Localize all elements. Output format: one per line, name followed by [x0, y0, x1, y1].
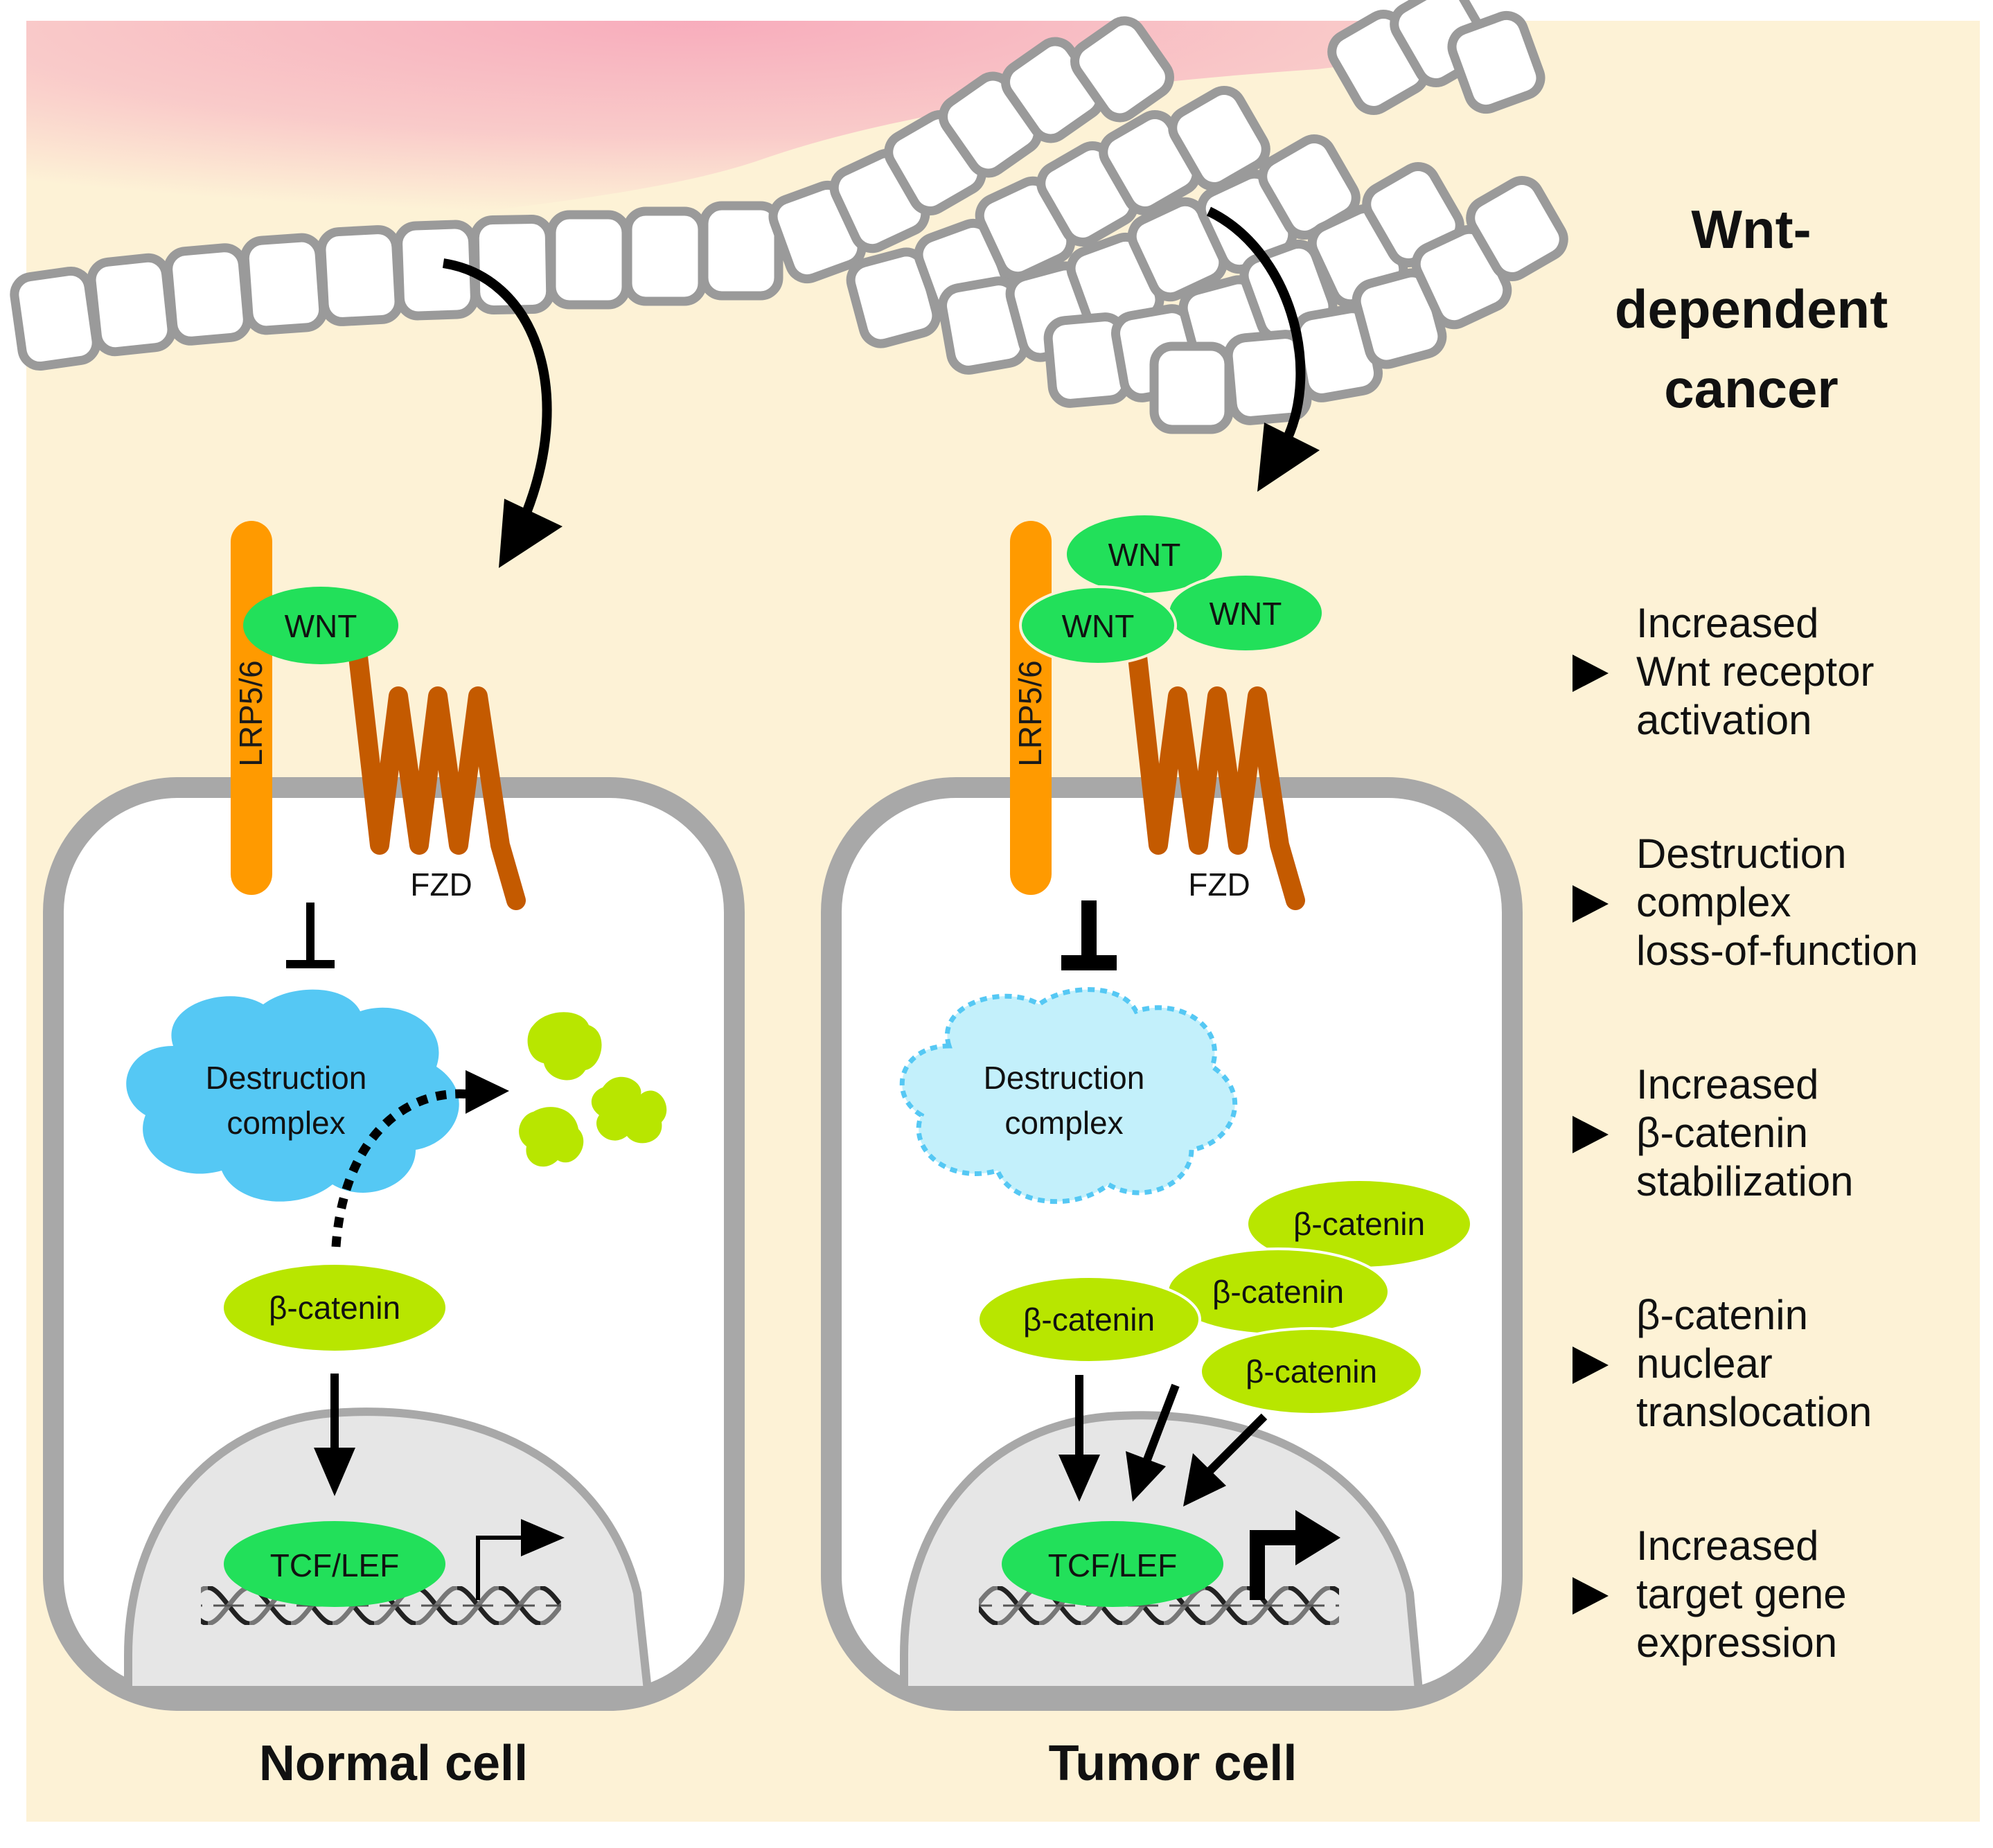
change-text-line: Increased [1636, 600, 1819, 646]
tumor-beta-catenin-label: β-catenin [1293, 1206, 1425, 1242]
degradation-dotted-arrow [331, 1089, 472, 1247]
figure-title: Wnt- dependent cancer [1615, 199, 1888, 419]
normal-fzd-receptor [347, 634, 526, 910]
tumor-fzd-label: FZD [1188, 867, 1250, 903]
title-line-3: cancer [1664, 358, 1839, 419]
tumor-wnt-label: WNT [1062, 608, 1135, 644]
tumor-translocation-arrowhead [1126, 1451, 1166, 1502]
fragment [527, 1012, 602, 1081]
epithelial-cell [547, 210, 631, 310]
change-text-line: β-catenin [1636, 1292, 1808, 1338]
signal-arrowhead-normal [499, 499, 563, 568]
epithelial-cell [10, 266, 101, 371]
tumor-beta-catenin-label: β-catenin [1246, 1353, 1377, 1389]
epithelial-cell [1447, 10, 1545, 114]
tumor-tcf-lef [1002, 1521, 1223, 1607]
epithelium [10, 0, 1568, 434]
fragment [591, 1076, 667, 1144]
change-text-line: β-catenin [1636, 1110, 1808, 1156]
normal-lrp-label: LRP5/6 [233, 660, 269, 766]
tumor-wnt-label: WNT [1108, 537, 1181, 573]
normal-fzd-label: FZD [410, 867, 472, 903]
title-line-2: dependent [1615, 278, 1888, 339]
tumor-wnt [1067, 515, 1222, 593]
signal-arrow-tumor [1206, 206, 1306, 446]
normal-tcf-label: TCF/LEF [270, 1547, 400, 1583]
tumor-beta-catenin [1248, 1181, 1470, 1267]
normal-cell: LRP5/6 FZD WNT Destruction complex β-cat… [43, 521, 745, 1791]
degraded-beta-catenin [519, 1012, 667, 1167]
normal-transcription-arrowhead [521, 1519, 565, 1556]
change-text-line: target gene [1636, 1571, 1847, 1617]
fragment [519, 1107, 584, 1167]
epithelial-cell [1070, 16, 1174, 123]
title-line-1: Wnt- [1691, 199, 1811, 260]
tumor-beta-catenin [977, 1275, 1201, 1364]
change-text-line: stabilization [1636, 1158, 1854, 1205]
tumor-transcription-start [1250, 1530, 1302, 1600]
tumor-wnt-label: WNT [1210, 596, 1282, 632]
bullet-arrow-icon [1573, 655, 1609, 692]
tumor-destruction-complex [899, 987, 1238, 1205]
change-text-line: expression [1636, 1619, 1837, 1666]
signal-arrowhead-tumor [1257, 423, 1320, 492]
change-text-line: activation [1636, 697, 1812, 743]
normal-destruction-label-1: Destruction [206, 1060, 367, 1096]
tumor-destruction-label-1: Destruction [984, 1060, 1145, 1096]
normal-inhibition-symbol [286, 903, 335, 968]
normal-wnt [243, 587, 398, 664]
normal-transcription-start [476, 1536, 526, 1600]
change-text-line: loss-of-function [1636, 927, 1918, 974]
normal-translocation-arrowhead [314, 1448, 355, 1496]
tumor-fzd-receptor [1126, 634, 1305, 910]
normal-destruction-label-2: complex [227, 1105, 345, 1141]
change-text-line: Wnt receptor [1636, 648, 1874, 695]
normal-cell-label: Normal cell [259, 1736, 528, 1791]
epithelial-cell [163, 243, 252, 346]
normal-tcf-lef [224, 1521, 445, 1607]
tumor-cell-label: Tumor cell [1049, 1736, 1297, 1791]
epithelial-cell [699, 201, 783, 301]
tumor-tcf-label: TCF/LEF [1048, 1547, 1178, 1583]
bullet-arrow-icon [1573, 885, 1609, 923]
epithelial-cell [87, 253, 177, 357]
tumor-beta-catenin-label: β-catenin [1023, 1301, 1155, 1338]
epithelial-cell [1149, 341, 1234, 434]
epithelial-cell [1466, 176, 1568, 281]
tumor-translocation-arrowhead [1183, 1453, 1226, 1507]
change-text-line: Increased [1636, 1061, 1819, 1108]
epithelial-cell [623, 206, 707, 306]
tumor-cell: LRP5/6 FZD WNT WNT WNT Destruction compl… [821, 515, 1523, 1791]
tumor-lrp-label: LRP5/6 [1012, 660, 1048, 766]
change-text-line: complex [1636, 879, 1791, 925]
bullet-arrow-icon [1573, 1577, 1609, 1615]
tumor-inhibition-symbol [1061, 900, 1117, 970]
signal-arrow-normal [442, 258, 552, 515]
normal-destruction-complex [126, 989, 459, 1202]
change-text-line: Increased [1636, 1522, 1819, 1569]
tumor-translocation-arrow [1142, 1383, 1180, 1464]
degradation-arrowhead [466, 1070, 509, 1114]
bullet-arrow-icon [1573, 1347, 1609, 1384]
normal-wnt-label: WNT [285, 608, 357, 644]
tumor-translocation-arrow [1205, 1413, 1268, 1475]
normal-beta-catenin-label: β-catenin [269, 1290, 400, 1326]
change-text-line: nuclear [1636, 1340, 1773, 1387]
normal-beta-catenin [224, 1265, 445, 1351]
bullet-arrow-icon [1573, 1116, 1609, 1153]
tumor-wnt [1019, 585, 1177, 666]
tumor-beta-catenin-label: β-catenin [1212, 1274, 1344, 1310]
tumor-transcription-arrowhead [1295, 1510, 1340, 1565]
tumor-destruction-label-2: complex [1004, 1105, 1123, 1141]
tumor-translocation-arrowhead [1058, 1455, 1100, 1502]
epithelial-cell [240, 233, 328, 335]
change-text-line: translocation [1636, 1389, 1872, 1435]
tumor-beta-catenin [1199, 1327, 1424, 1416]
epithelial-cell [317, 225, 404, 326]
change-text-line: Destruction [1636, 830, 1846, 877]
